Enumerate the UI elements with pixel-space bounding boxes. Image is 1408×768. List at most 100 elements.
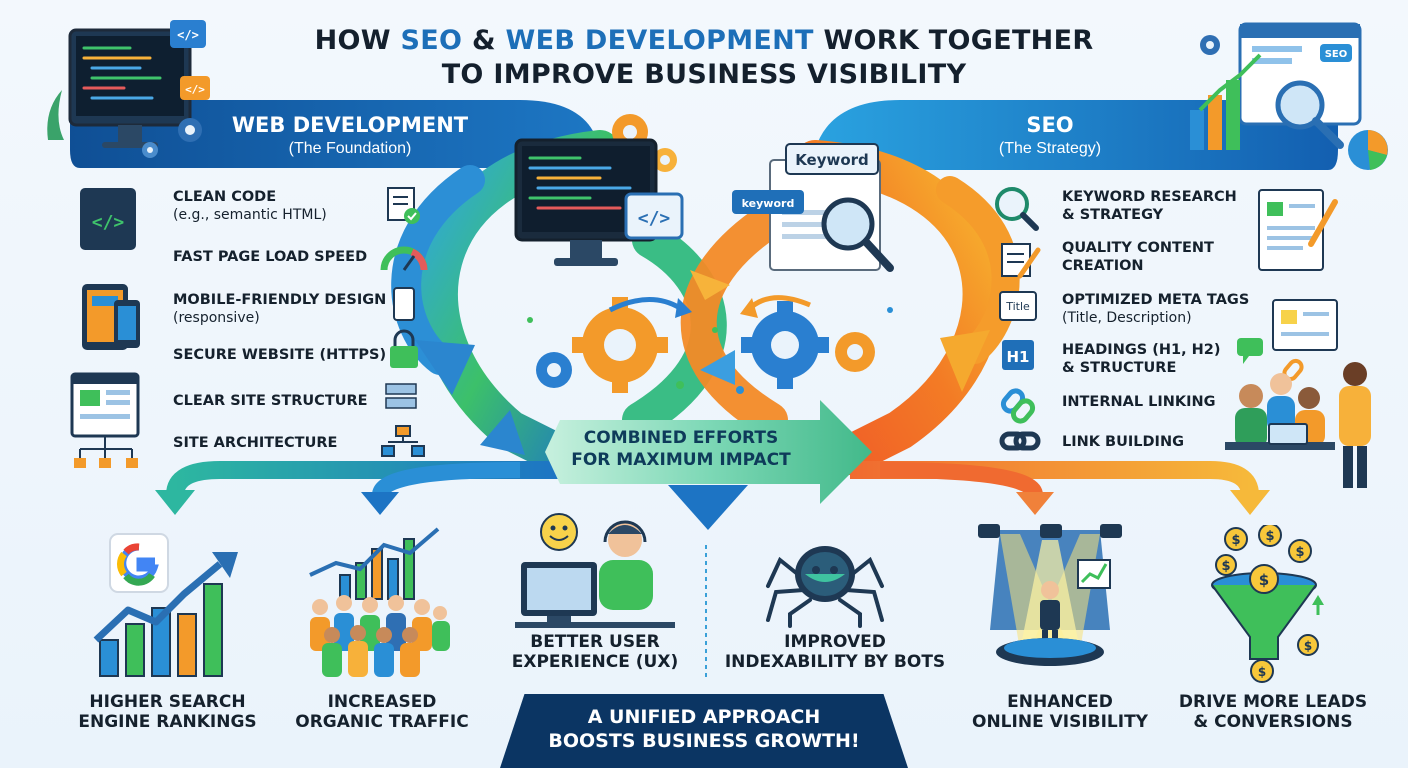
seo-left-icons: Title H1 bbox=[995, 187, 1041, 451]
dollar-coin-icon: $ $ bbox=[1250, 634, 1319, 683]
gear-icon bbox=[142, 142, 158, 158]
web-dev-item-page-speed: FAST PAGE LOAD SPEED bbox=[173, 249, 368, 265]
content-edit-icon bbox=[1001, 243, 1041, 279]
web-dev-title: WEB DEVELOPMENT bbox=[231, 113, 469, 137]
leads-funnel-illustration: $ $ $ $ $ $ $ bbox=[1211, 525, 1324, 683]
outcome-indexability: IMPROVED INDEXABILITY BY BOTS bbox=[724, 632, 946, 672]
browser-layout-icon bbox=[70, 372, 140, 438]
search-icon bbox=[995, 187, 1039, 231]
spider-bot-icon bbox=[766, 556, 884, 628]
person-with-headset-icon bbox=[599, 520, 653, 610]
green-loop-arrowhead-left bbox=[415, 340, 475, 395]
svg-text:$: $ bbox=[1259, 571, 1269, 589]
page-title: HOW SEO & WEB DEVELOPMENT WORK TOGETHER … bbox=[0, 24, 1408, 92]
smartphone-icon bbox=[393, 287, 415, 321]
svg-text:</>: </> bbox=[185, 83, 205, 96]
svg-text:$: $ bbox=[1231, 533, 1240, 548]
web-dev-subtitle: (The Foundation) bbox=[288, 140, 412, 157]
gear-icon bbox=[536, 352, 572, 388]
web-dev-item-mobile-friendly: MOBILE-FRIENDLY DESIGN (responsive) bbox=[173, 292, 387, 326]
spotlight-icon bbox=[978, 524, 1122, 538]
businessman-icon bbox=[1040, 581, 1060, 646]
svg-text:keyword: keyword bbox=[742, 197, 795, 210]
gear-icon bbox=[178, 118, 202, 142]
svg-text:Keyword: Keyword bbox=[795, 151, 869, 169]
web-page-icon bbox=[1272, 299, 1338, 351]
organic-traffic-illustration bbox=[309, 527, 450, 677]
laptop-icon bbox=[1268, 423, 1308, 445]
unified-approach-banner: A UNIFIED APPROACH BOOSTS BUSINESS GROWT… bbox=[500, 694, 908, 768]
gear-icon bbox=[1200, 35, 1220, 55]
keyword-search-illustration: Keyword keyword bbox=[732, 143, 894, 272]
magnifier-icon bbox=[1275, 80, 1344, 149]
document-pencil-icon bbox=[1258, 189, 1338, 271]
seo-item-internal-linking: INTERNAL LINKING bbox=[1062, 394, 1216, 410]
combined-efforts-label: COMBINED EFFORTS FOR MAXIMUM IMPACT bbox=[571, 428, 791, 470]
title-line-1: HOW SEO & WEB DEVELOPMENT WORK TOGETHER bbox=[314, 25, 1094, 56]
pie-chart-icon bbox=[1348, 130, 1388, 170]
rankings-chart-illustration bbox=[93, 533, 238, 677]
code-file-icon: </> bbox=[80, 188, 136, 250]
web-dev-item-site-structure: CLEAR SITE STRUCTURE bbox=[173, 393, 368, 409]
outcome-leads-conversions: DRIVE MORE LEADS & CONVERSIONS bbox=[1178, 692, 1368, 732]
web-dev-band bbox=[70, 100, 600, 168]
code-tag-icon: </> bbox=[624, 192, 684, 240]
seo-title: SEO bbox=[1026, 113, 1074, 137]
outcome-user-experience: BETTER USER EXPERIENCE (UX) bbox=[511, 632, 679, 672]
search-bot-spider-illustration bbox=[766, 546, 884, 628]
funnel-icon: $ bbox=[1211, 564, 1317, 660]
document-check-icon bbox=[387, 187, 420, 224]
combined-efforts-arrow bbox=[545, 400, 872, 504]
web-dev-item-secure-website: SECURE WEBSITE (HTTPS) bbox=[173, 347, 387, 363]
site-structure-icon bbox=[385, 383, 417, 409]
seo-item-keyword-research: KEYWORD RESEARCH & STRATEGY bbox=[1062, 189, 1237, 223]
google-logo-icon bbox=[109, 533, 169, 593]
person-icon bbox=[1235, 384, 1267, 448]
cross-arrowhead-green bbox=[700, 350, 735, 385]
branch-arrow-center bbox=[668, 485, 748, 530]
svg-text:$: $ bbox=[1265, 529, 1274, 544]
monitor-code-illustration: </> </> bbox=[47, 20, 210, 158]
orange-loop-arrow bbox=[795, 140, 1003, 475]
spotlight-visibility-illustration bbox=[978, 524, 1122, 666]
seo-band bbox=[815, 100, 1338, 170]
code-tag-icon: </> bbox=[180, 76, 210, 100]
svg-text:$: $ bbox=[1304, 639, 1312, 653]
seo-item-meta-tags: OPTIMIZED META TAGS (Title, Description) bbox=[1062, 292, 1250, 326]
green-loop-arrowhead-bottom bbox=[480, 410, 525, 455]
analytics-dashboard-illustration: SEO bbox=[1190, 22, 1388, 170]
web-dev-item-site-architecture: SITE ARCHITECTURE bbox=[173, 435, 338, 451]
sitemap-icon bbox=[79, 436, 133, 458]
code-tag-icon: </> bbox=[170, 20, 206, 48]
svg-text:H1: H1 bbox=[1007, 348, 1030, 366]
web-dev-right-icons bbox=[380, 187, 428, 457]
h1-heading-icon: H1 bbox=[1002, 340, 1034, 370]
smiley-face-icon bbox=[540, 513, 578, 551]
user-experience-illustration bbox=[515, 513, 675, 628]
svg-text:</>: </> bbox=[177, 28, 199, 42]
gear-icon bbox=[741, 301, 829, 389]
svg-text:$: $ bbox=[1221, 559, 1230, 574]
gear-icon bbox=[835, 332, 875, 372]
center-code-monitor: </> bbox=[514, 114, 684, 266]
cross-arrow-orange bbox=[680, 202, 788, 438]
svg-text:$: $ bbox=[1295, 545, 1304, 560]
gear-icon bbox=[653, 148, 677, 172]
outcome-higher-rankings: HIGHER SEARCH ENGINE RANKINGS bbox=[78, 692, 257, 732]
seo-item-link-building: LINK BUILDING bbox=[1062, 434, 1184, 450]
chain-link-icon bbox=[1000, 388, 1036, 424]
chat-bubble-icon bbox=[1237, 338, 1263, 364]
title-line-2: TO IMPROVE BUSINESS VISIBILITY bbox=[441, 59, 967, 90]
responsive-devices-icon bbox=[82, 284, 140, 350]
seo-item-quality-content: QUALITY CONTENT CREATION bbox=[1062, 240, 1214, 274]
seo-tag-icon: SEO bbox=[1320, 44, 1352, 62]
outcome-online-visibility: ENHANCED ONLINE VISIBILITY bbox=[972, 692, 1148, 732]
hierarchy-icon bbox=[381, 425, 425, 457]
outcome-organic-traffic: INCREASED ORGANIC TRAFFIC bbox=[295, 692, 469, 732]
svg-text:SEO: SEO bbox=[1325, 49, 1348, 60]
cross-arrowhead-orange bbox=[690, 270, 730, 300]
web-dev-left-icons: </> bbox=[70, 188, 140, 468]
orange-loop-arrowhead-right bbox=[940, 330, 990, 392]
svg-text:$: $ bbox=[1258, 665, 1266, 679]
